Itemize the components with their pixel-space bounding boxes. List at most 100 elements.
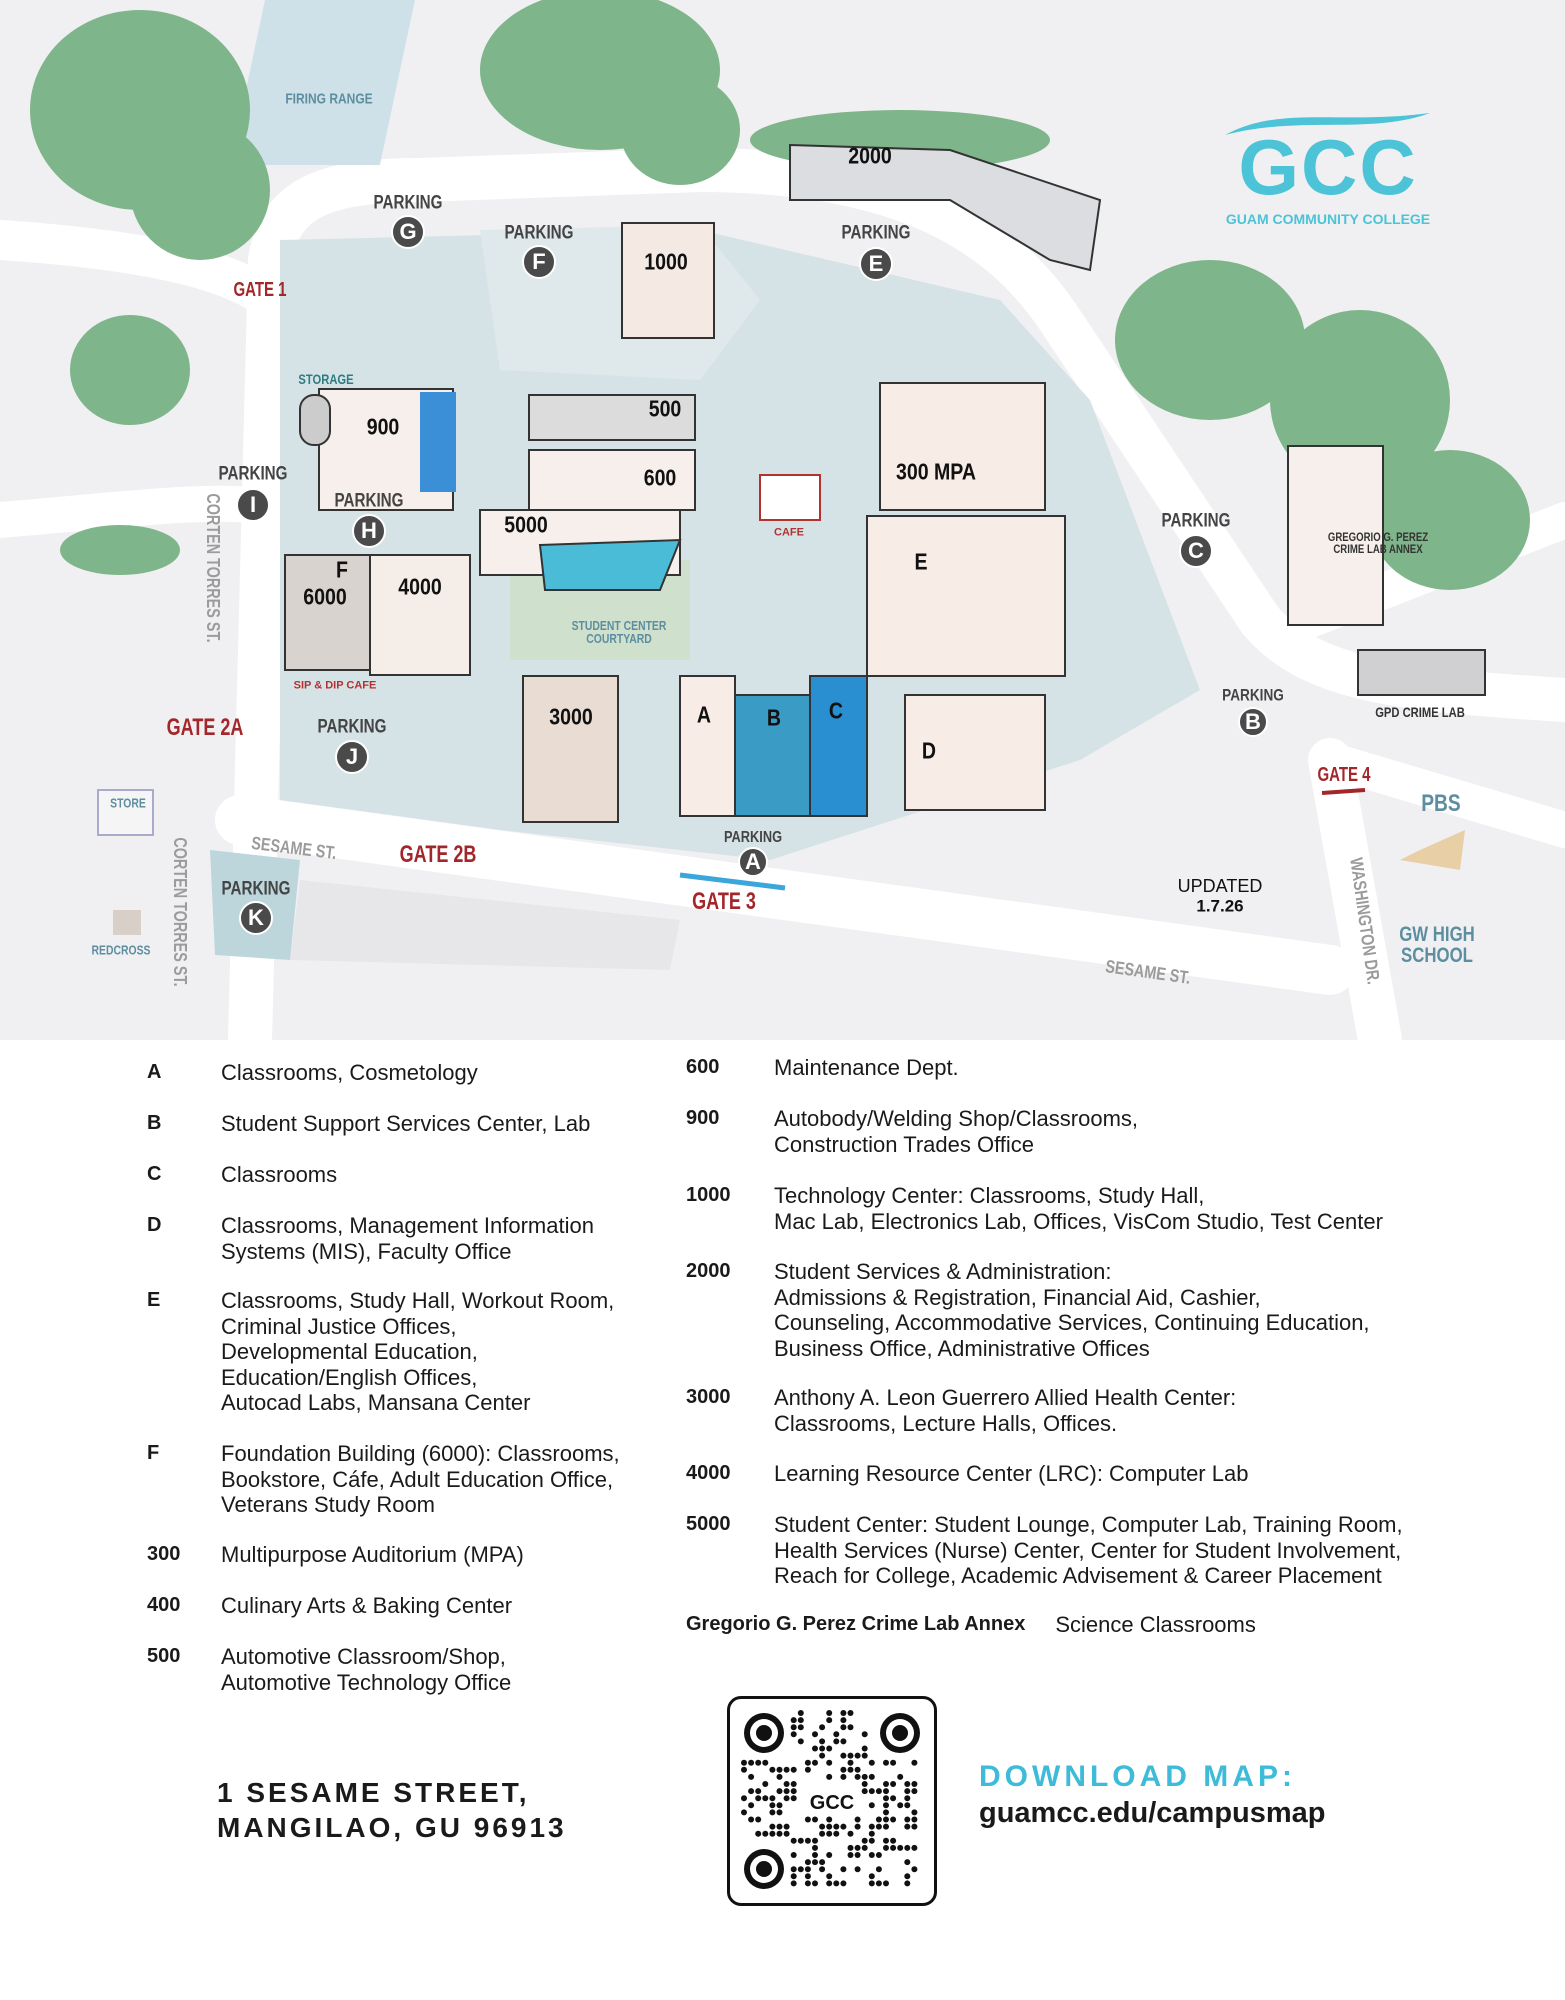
legend-description: Classrooms, Management Information Syste… [221, 1213, 594, 1264]
legend-item: D Classrooms, Management Information Syst… [147, 1213, 594, 1264]
building-1000-label[interactable]: 1000 [644, 248, 688, 275]
building-500-label[interactable]: 500 [648, 395, 682, 422]
parking-k-marker[interactable]: K [239, 901, 273, 935]
legend-description: Automotive Classroom/Shop, Automotive Te… [221, 1644, 512, 1695]
parking-e-label: PARKING [841, 222, 911, 244]
logo-subtitle: GUAM COMMUNITY COLLEGE [1225, 211, 1431, 227]
cafe-label: CAFE [774, 526, 804, 539]
legend-code: 900 [686, 1107, 720, 1129]
building-f-label[interactable]: F [336, 556, 348, 583]
legend-item: 1000 Technology Center: Classrooms, Study… [686, 1183, 1383, 1234]
pbs-shape [1400, 830, 1465, 870]
qr-logo: GCC [810, 1792, 854, 1814]
parking-i-marker[interactable]: I [236, 488, 270, 522]
legend-description: Technology Center: Classrooms, Study Hal… [774, 1183, 1383, 1234]
legend-code: B [147, 1112, 162, 1134]
download-map-label: DOWNLOAD MAP: [979, 1760, 1296, 1793]
legend-code: 4000 [686, 1462, 731, 1484]
building-900-label[interactable]: 900 [366, 413, 400, 440]
building-a-shape [679, 675, 736, 817]
building-c-label[interactable]: C [828, 697, 844, 724]
legend-code: 500 [147, 1645, 181, 1667]
building-d-label[interactable]: D [921, 737, 937, 764]
building-1000-shape [621, 222, 715, 339]
parking-g-label: PARKING [373, 192, 443, 214]
legend-item: B Student Support Services Center, Lab [147, 1111, 590, 1137]
legend-description: Student Center: Student Lounge, Computer… [774, 1512, 1403, 1588]
legend-description: Student Services & Administration: Admis… [774, 1259, 1370, 1361]
redcross-label: REDCROSS [91, 942, 151, 958]
building-300-label[interactable]: 300 MPA [895, 458, 977, 485]
legend-description: Culinary Arts & Baking Center [221, 1593, 513, 1618]
building-b-shape [734, 694, 811, 817]
download-map-link[interactable]: guamcc.edu/campusmap [979, 1797, 1326, 1829]
gate-3-label: GATE 3 [692, 888, 756, 915]
corten-torres-st-label-1: CORTEN TORRES ST. [203, 493, 223, 643]
store-label: STORE [110, 795, 146, 811]
gate-2a-label: GATE 2A [166, 714, 244, 741]
legend-code: E [147, 1289, 161, 1311]
crime-lab-annex-label[interactable]: GREGORIO G. PEREZ CRIME LAB ANNEX [1327, 530, 1429, 556]
parking-h-marker[interactable]: H [352, 514, 386, 548]
storage-shape [299, 394, 331, 446]
legend-description: Classrooms, Cosmetology [221, 1060, 478, 1085]
parking-h-label: PARKING [334, 490, 404, 512]
address: 1 SESAME STREET, MANGILAO, GU 96913 [217, 1777, 567, 1843]
legend-description: Classrooms [221, 1162, 338, 1187]
gcc-wave-icon [1225, 113, 1430, 135]
building-b-label[interactable]: B [766, 704, 782, 731]
parking-c-label: PARKING [1161, 510, 1231, 532]
sip-dip-cafe-label: SIP & DIP CAFE [293, 679, 377, 692]
courtyard-label: STUDENT CENTER COURTYARD [571, 618, 667, 646]
parking-a-marker[interactable]: A [738, 847, 768, 877]
legend-item: 500 Automotive Classroom/Shop, Automotive… [147, 1644, 511, 1695]
building-4000-shape [369, 554, 471, 676]
parking-c-marker[interactable]: C [1179, 534, 1213, 568]
parking-f-marker[interactable]: F [522, 245, 556, 279]
firing-range-field [229, 0, 415, 165]
legend-code: 1000 [686, 1184, 731, 1206]
legend-description: Science Classrooms [1055, 1612, 1256, 1637]
parking-j-marker[interactable]: J [335, 740, 369, 774]
parking-g-marker[interactable]: G [391, 215, 425, 249]
lower-lot [290, 880, 680, 970]
gw-high-school-label: GW HIGH SCHOOL [1399, 923, 1475, 967]
building-6000-shape [284, 554, 371, 671]
legend-code: C [147, 1163, 162, 1185]
building-e-label[interactable]: E [914, 548, 928, 575]
campus-map: GCC GUAM COMMUNITY COLLEGE 2000 1000 900… [0, 0, 1565, 1040]
building-5000-label[interactable]: 5000 [504, 511, 548, 538]
building-c-shape [809, 675, 868, 817]
logo-text: GCC [1238, 123, 1418, 211]
building-2000-label[interactable]: 2000 [848, 142, 892, 169]
building-3000-label[interactable]: 3000 [549, 703, 593, 730]
legend-description: Foundation Building (6000): Classrooms, … [221, 1441, 620, 1517]
legend-code: D [147, 1214, 162, 1236]
buildings [97, 143, 1486, 935]
building-6000-label[interactable]: 6000 [303, 583, 347, 610]
map-background [0, 0, 1565, 1040]
building-600-label[interactable]: 600 [643, 464, 677, 491]
legend-description: Student Support Services Center, Lab [221, 1111, 591, 1136]
parking-i-label: PARKING [218, 463, 288, 485]
parking-b-marker[interactable]: B [1238, 707, 1268, 737]
qr-code[interactable]: GCC [727, 1696, 937, 1906]
building-4000-label[interactable]: 4000 [398, 573, 442, 600]
gate-1-label: GATE 1 [233, 279, 287, 301]
parking-e-marker[interactable]: E [859, 247, 893, 281]
corten-torres-st-label-2: CORTEN TORRES ST. [170, 837, 190, 987]
building-300-shape [879, 382, 1046, 511]
building-a-label[interactable]: A [696, 701, 712, 728]
trees [30, 0, 1530, 590]
updated-date: 1.7.26 [1196, 896, 1244, 916]
parking-a-label: PARKING [723, 829, 783, 846]
gate-4-label: GATE 4 [1317, 764, 1371, 786]
building-600-shape [528, 449, 696, 511]
redcross-shape [113, 910, 141, 935]
